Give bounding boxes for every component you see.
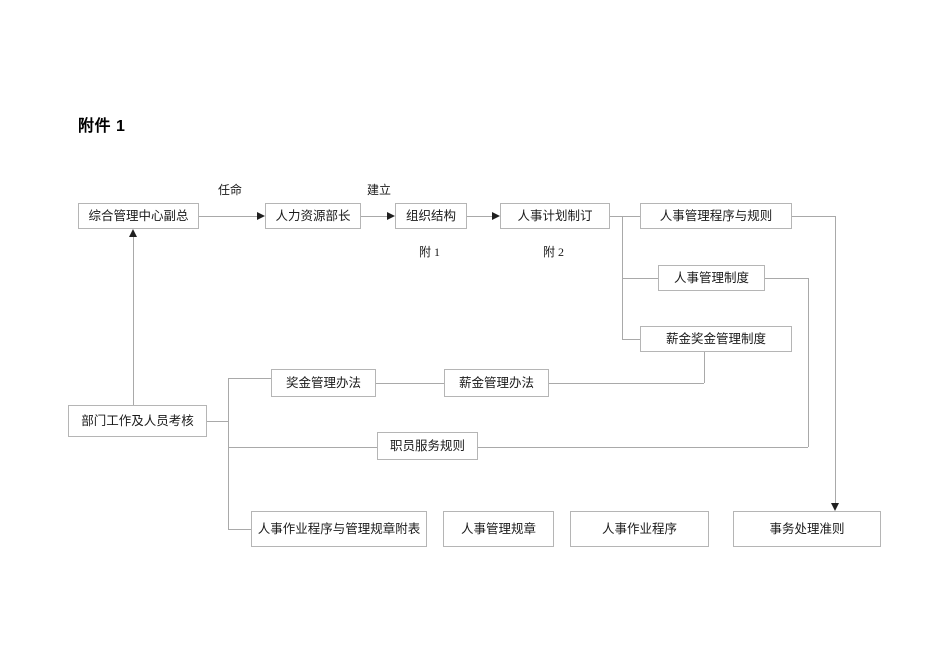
- page-title: 附件 1: [78, 118, 126, 135]
- connector-trunk-n7: [622, 339, 640, 340]
- connector-n2-n3: [361, 216, 387, 217]
- connector-n6-right: [765, 278, 808, 279]
- connector-branch-n12: [228, 529, 251, 530]
- node-label: 综合管理中心副总: [88, 208, 189, 223]
- node-label: 人事管理规章: [460, 521, 536, 536]
- node-renshi-guanli-zhidu[interactable]: 人事管理制度: [658, 265, 765, 291]
- connector-n1-n2: [199, 216, 257, 217]
- node-label: 事务处理准则: [769, 521, 845, 536]
- connector-branch-n11: [228, 447, 377, 448]
- arrowhead-n1-n2: [257, 211, 265, 220]
- arrowhead-to-n1: [128, 229, 137, 237]
- node-zhiyuan-fuwu-guize[interactable]: 职员服务规则: [377, 432, 478, 460]
- node-xinjin-jiangjin-guanli-zhidu[interactable]: 薪金奖金管理制度: [640, 326, 792, 352]
- node-zuzhi-jiegou[interactable]: 组织结构: [395, 203, 467, 229]
- connector-n7-to-n10: [549, 383, 704, 384]
- far-right-vertical: [835, 216, 836, 503]
- edge-label-jianli: 建立: [367, 183, 392, 197]
- node-label: 部门工作及人员考核: [81, 413, 194, 428]
- note-fu-2: 附 2: [543, 245, 565, 259]
- connector-n3-n4: [467, 216, 492, 217]
- node-label: 人事计划制订: [517, 208, 593, 223]
- connector-n8-right: [207, 421, 228, 422]
- node-label: 组织结构: [405, 208, 456, 223]
- node-shiwu-chuli-zhunze[interactable]: 事务处理准则: [733, 511, 881, 547]
- node-label: 薪金管理办法: [458, 375, 534, 390]
- node-label: 奖金管理办法: [285, 375, 361, 390]
- node-label: 人事管理制度: [673, 270, 749, 285]
- node-renshi-guanli-guizhang[interactable]: 人事管理规章: [443, 511, 554, 547]
- node-label: 人力资源部长: [275, 208, 351, 223]
- arrowhead-n3-n4: [492, 211, 500, 220]
- connector-n8-to-n1: [133, 237, 134, 405]
- node-renshi-jihua-zhiding[interactable]: 人事计划制订: [500, 203, 610, 229]
- node-label: 人事管理程序与规则: [659, 208, 773, 223]
- connector-n5-right: [792, 216, 835, 217]
- node-zonghe-guanli-zhongxin-fuzong[interactable]: 综合管理中心副总: [78, 203, 199, 229]
- node-renli-ziyuan-buzhang[interactable]: 人力资源部长: [265, 203, 361, 229]
- edge-label-renming: 任命: [218, 183, 243, 197]
- node-renshi-zuoye-chengxu[interactable]: 人事作业程序: [570, 511, 709, 547]
- connector-trunk-n5: [622, 216, 640, 217]
- connector-branch-n9: [228, 378, 271, 379]
- node-label: 职员服务规则: [389, 438, 465, 453]
- mid-right-vertical: [808, 278, 809, 447]
- connector-n4-to-right-trunk: [610, 216, 622, 217]
- node-xinjin-guanli-banfa[interactable]: 薪金管理办法: [444, 369, 549, 397]
- connector-n9-n10: [376, 383, 444, 384]
- note-fu-1: 附 1: [419, 245, 441, 259]
- left-branch-trunk: [228, 378, 229, 529]
- node-label: 薪金奖金管理制度: [665, 331, 766, 346]
- right-trunk-vertical: [622, 216, 623, 339]
- node-renshi-zuoye-chengxu-yu-guanli-guizhang-fubiao[interactable]: 人事作业程序与管理规章附表: [251, 511, 427, 547]
- node-bumen-gongzuo-ji-renyuan-kaohe[interactable]: 部门工作及人员考核: [68, 405, 207, 437]
- node-label: 人事作业程序与管理规章附表: [257, 521, 421, 536]
- arrowhead-to-n15: [830, 503, 839, 511]
- node-renshi-guanli-chengxu-yu-guize[interactable]: 人事管理程序与规则: [640, 203, 792, 229]
- arrowhead-n2-n3: [387, 211, 395, 220]
- node-label: 人事作业程序: [601, 521, 677, 536]
- connector-n11-right: [478, 447, 808, 448]
- connector-n7-down: [704, 352, 705, 383]
- connector-trunk-n6: [622, 278, 658, 279]
- node-jiangjin-guanli-banfa[interactable]: 奖金管理办法: [271, 369, 376, 397]
